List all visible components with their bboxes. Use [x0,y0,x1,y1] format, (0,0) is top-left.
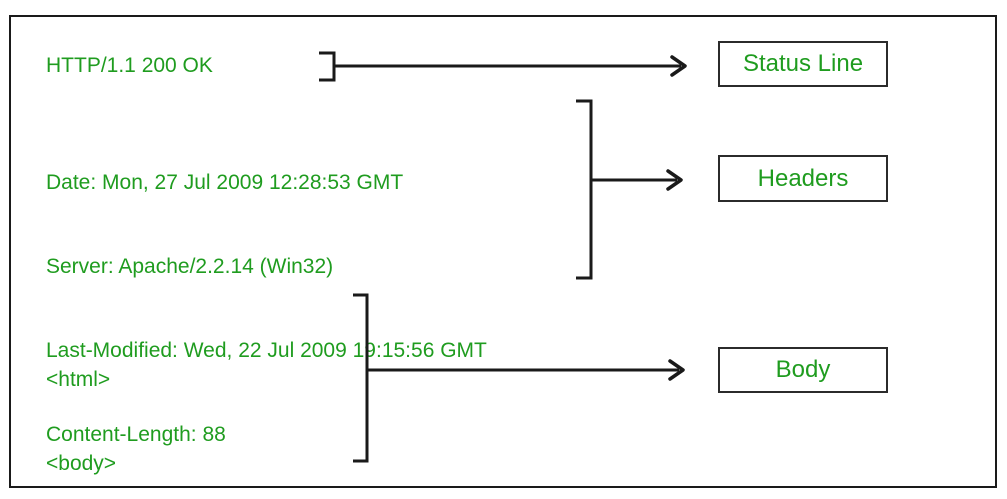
status-line-label-box: Status Line [718,41,888,87]
header-line-server: Server: Apache/2.2.14 (Win32) [46,255,334,278]
body-line-html-open: <html> [46,368,111,391]
headers-label-box: Headers [718,155,888,202]
diagram-outer-frame [9,15,997,488]
header-line-last-modified: Last-Modified: Wed, 22 Jul 2009 19:15:56… [46,339,487,362]
body-label: Body [775,356,831,383]
body-text-block: <html> <body> <h1>Hello, World!</h1> </b… [46,310,267,499]
status-line-label: Status Line [742,50,864,77]
body-line-body-open: <body> [46,452,117,475]
headers-text-block: Date: Mon, 27 Jul 2009 12:28:53 GMT Serv… [46,113,487,499]
headers-label: Headers [757,164,849,192]
header-line-content-length: Content-Length: 88 [46,423,226,446]
status-line-text: HTTP/1.1 200 OK [46,54,213,77]
header-line-date: Date: Mon, 27 Jul 2009 12:28:53 GMT [46,171,404,194]
body-label-box: Body [718,347,888,393]
